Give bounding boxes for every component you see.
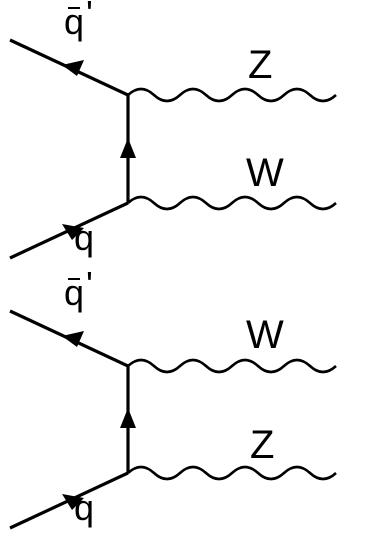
diagram-1-lower-boson-line	[127, 195, 337, 211]
diagram-2-quark-label: q	[74, 487, 94, 528]
diagram-2: q ' q W Z	[9, 264, 337, 530]
diagram-2-antiquark-base: q	[64, 272, 84, 313]
diagram-2-antiquark-arrow	[62, 331, 84, 347]
diagram-1-antiquark-base: q	[64, 1, 84, 42]
diagram-1-antiquark-label: q '	[64, 0, 93, 42]
diagram-1: q ' q Z W	[9, 0, 337, 260]
diagram-2-antiquark-prime: '	[86, 264, 93, 305]
diagram-1-upper-boson-line	[127, 87, 337, 103]
diagram-2-quark-arrow	[62, 494, 84, 510]
diagram-2-upper-boson-line	[127, 358, 337, 374]
diagram-1-upper-boson-label: Z	[248, 43, 272, 87]
diagram-2-lower-boson-label: Z	[250, 423, 274, 467]
diagram-1-antiquark-arrow	[62, 60, 84, 76]
diagram-2-upper-boson-label: W	[246, 313, 284, 357]
diagram-1-quark-label: q	[74, 217, 94, 258]
diagram-1-quark-arrow	[62, 224, 84, 240]
diagram-2-lower-boson-line	[127, 465, 337, 481]
diagram-2-propagator-arrow	[120, 408, 136, 428]
diagram-2-antiquark-label: q '	[64, 264, 93, 313]
diagram-1-propagator-arrow	[120, 138, 136, 158]
diagram-1-lower-boson-label: W	[246, 151, 284, 195]
diagram-1-antiquark-prime: '	[86, 0, 93, 34]
